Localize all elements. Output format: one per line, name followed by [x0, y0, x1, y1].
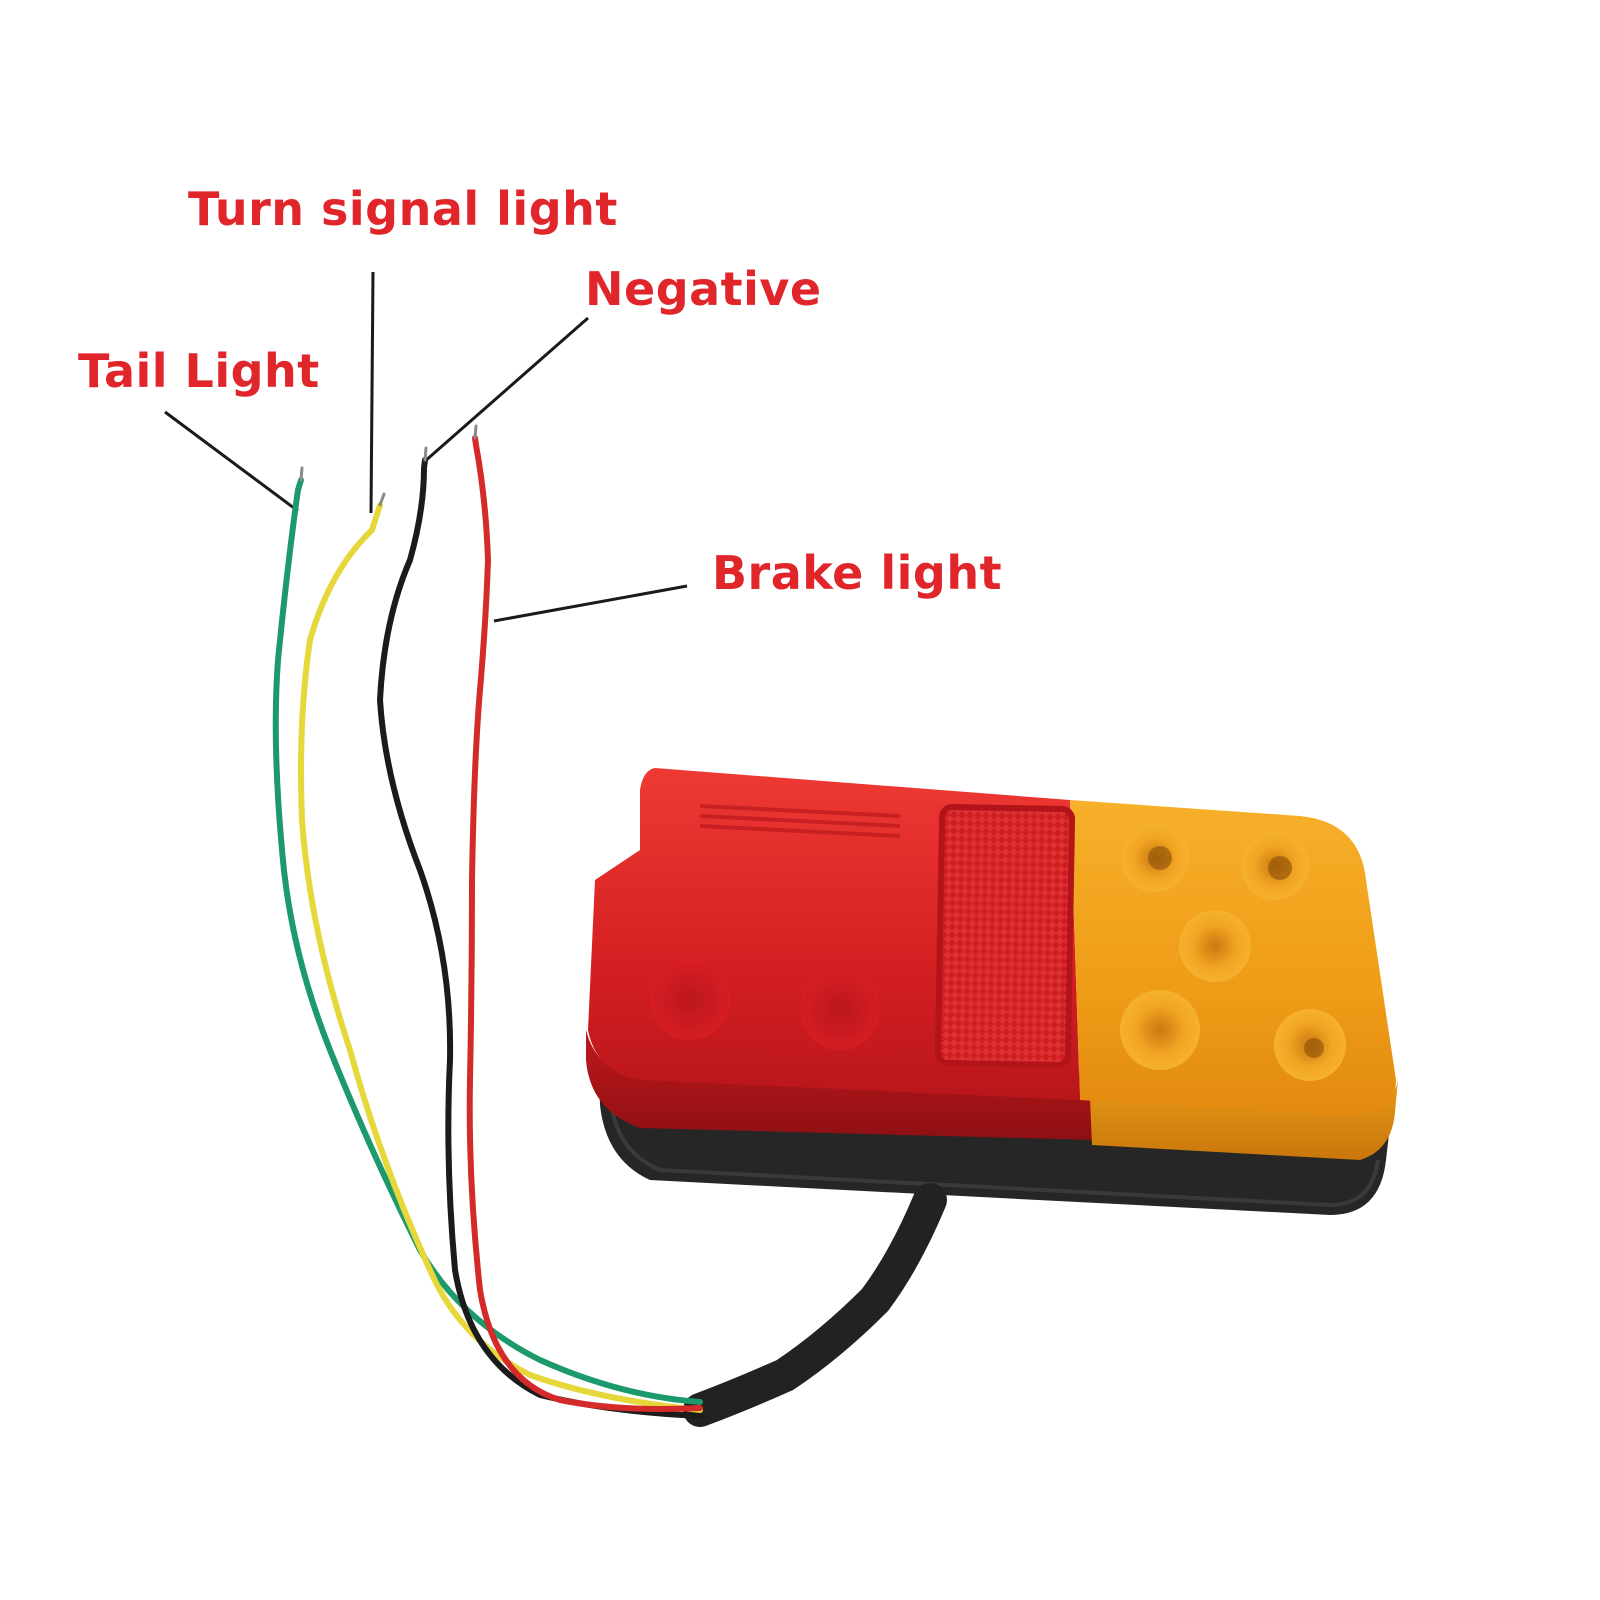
- wire-red: [466, 435, 703, 1412]
- wire-green: [272, 477, 703, 1405]
- leader-line-negative: [423, 316, 589, 464]
- label-turn-signal-light: Turn signal light: [188, 182, 618, 236]
- leader-lines: [164, 271, 688, 623]
- label-brake-light: Brake light: [712, 546, 1003, 600]
- leader-line-tail: [164, 410, 299, 513]
- wire-yellow: [298, 502, 703, 1413]
- wire-tips: [299, 424, 478, 507]
- cable-sheath: [683, 1183, 947, 1427]
- leader-line-turn: [369, 271, 375, 514]
- lens-side-amber: [1090, 1080, 1398, 1160]
- red-lens-leds: [650, 960, 880, 1050]
- lens-side-red: [586, 1030, 1095, 1140]
- reflector-strip: [934, 804, 1076, 1068]
- wire-black: [376, 457, 703, 1419]
- red-lens-ridges: [699, 804, 901, 838]
- label-tail-light: Tail Light: [78, 344, 320, 398]
- label-negative: Negative: [585, 262, 822, 316]
- leader-line-brake: [493, 584, 688, 623]
- amber-lens-leds: [1120, 824, 1346, 1081]
- wires: [272, 435, 703, 1419]
